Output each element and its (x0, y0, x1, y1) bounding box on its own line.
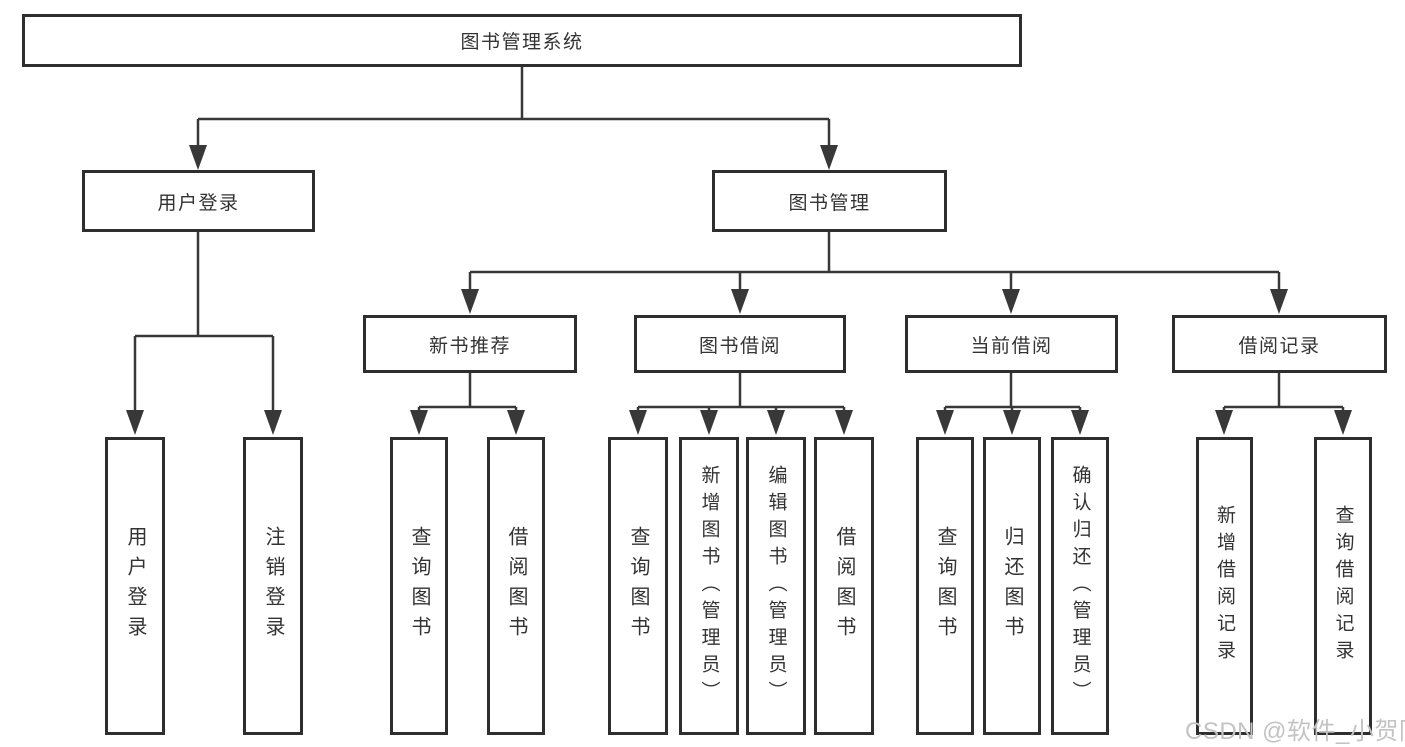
leaf-rec-borrow-books: 借阅图书 (487, 437, 545, 735)
arrow-down-icon (461, 289, 479, 314)
edge-bookborrow-to-leaves (636, 373, 846, 412)
leaf-borrow-query-books: 查询图书 (608, 437, 668, 735)
arrow-down-icon (835, 410, 853, 435)
leaf-borrow-add-books-admin-label: 新增图书（管理员） (698, 464, 720, 708)
arrow-down-icon (1215, 410, 1233, 435)
arrow-down-icon (629, 410, 647, 435)
arrow-down-icon (700, 410, 718, 435)
leaf-current-return-books: 归还图书 (983, 437, 1041, 735)
node-book-borrow-label: 图书借阅 (698, 335, 781, 357)
edge-bookmgmt-to-level3 (468, 232, 1281, 290)
node-new-book-rec-label: 新书推荐 (428, 335, 511, 357)
leaf-rec-query-books: 查询图书 (390, 437, 448, 735)
node-root: 图书管理系统 (22, 14, 1022, 67)
node-book-mgmt: 图书管理 (712, 170, 947, 232)
leaf-borrow-borrow-books-label: 借阅图书 (833, 526, 855, 646)
node-root-label: 图书管理系统 (460, 32, 584, 53)
arrow-down-icon (1270, 289, 1288, 314)
node-new-book-rec: 新书推荐 (363, 315, 577, 373)
leaf-record-query: 查询借阅记录 (1314, 437, 1372, 735)
leaf-current-confirm-return-admin-label: 确认归还（管理员） (1069, 464, 1091, 708)
arrow-down-icon (1002, 289, 1020, 314)
arrow-down-icon (820, 145, 838, 170)
leaf-logout-label: 注销登录 (262, 526, 284, 646)
node-current-borrow: 当前借阅 (905, 315, 1118, 373)
csdn-watermark: CSDN @软件_小贺同学 (1185, 718, 1405, 745)
leaf-borrow-edit-books-admin-label: 编辑图书（管理员） (765, 464, 787, 708)
arrowheads (126, 145, 1352, 435)
leaf-logout: 注销登录 (243, 437, 303, 735)
arrow-down-icon (1003, 410, 1021, 435)
leaf-rec-borrow-books-label: 借阅图书 (505, 526, 527, 646)
leaf-current-return-books-label: 归还图书 (1001, 526, 1023, 646)
edge-currentborrow-to-leaves (943, 373, 1082, 412)
leaf-record-add-label: 新增借阅记录 (1214, 505, 1235, 667)
arrow-down-icon (126, 410, 144, 435)
leaf-record-add: 新增借阅记录 (1196, 437, 1253, 735)
arrow-down-icon (731, 289, 749, 314)
edge-userlogin-to-leaves (133, 232, 275, 412)
arrow-down-icon (264, 410, 282, 435)
node-user-login: 用户登录 (82, 170, 315, 232)
edge-root-to-level2 (196, 67, 831, 146)
node-borrow-record: 借阅记录 (1172, 315, 1387, 373)
arrow-down-icon (410, 410, 428, 435)
arrow-down-icon (507, 410, 525, 435)
edge-newbookrec-to-leaves (417, 373, 518, 412)
leaf-borrow-query-books-label: 查询图书 (627, 526, 649, 646)
arrow-down-icon (936, 410, 954, 435)
node-user-login-label: 用户登录 (157, 192, 240, 214)
leaf-current-query-books-label: 查询图书 (934, 526, 956, 646)
leaf-borrow-borrow-books: 借阅图书 (814, 437, 874, 735)
arrow-down-icon (1334, 410, 1352, 435)
node-book-borrow: 图书借阅 (634, 315, 846, 373)
edge-borrowrecord-to-leaves (1222, 373, 1345, 412)
leaf-borrow-add-books-admin: 新增图书（管理员） (679, 437, 739, 735)
leaf-user-login-label: 用户登录 (124, 526, 146, 646)
node-current-borrow-label: 当前借阅 (970, 335, 1053, 357)
arrow-down-icon (189, 145, 207, 170)
node-borrow-record-label: 借阅记录 (1238, 335, 1321, 357)
leaf-user-login: 用户登录 (105, 437, 165, 735)
leaf-current-query-books: 查询图书 (916, 437, 974, 735)
leaf-borrow-edit-books-admin: 编辑图书（管理员） (746, 437, 806, 735)
arrow-down-icon (1071, 410, 1089, 435)
node-book-mgmt-label: 图书管理 (788, 192, 871, 214)
arrow-down-icon (767, 410, 785, 435)
leaf-record-query-label: 查询借阅记录 (1332, 505, 1354, 667)
leaf-current-confirm-return-admin: 确认归还（管理员） (1051, 437, 1109, 735)
leaf-rec-query-books-label: 查询图书 (408, 526, 430, 646)
